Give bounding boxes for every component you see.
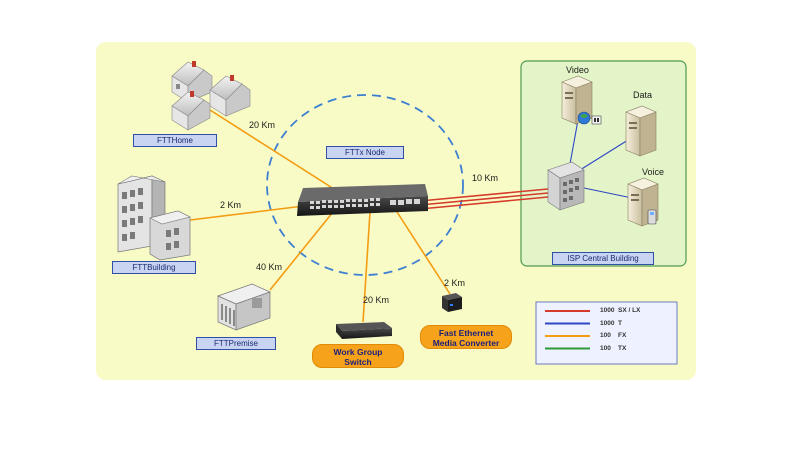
fiber-links xyxy=(189,109,451,323)
link-switch xyxy=(362,211,371,323)
legend-lines xyxy=(545,310,590,350)
fttx-node-circle xyxy=(266,94,464,276)
distance-home: 20 Km xyxy=(249,120,276,130)
legend-type: FX xyxy=(618,332,627,339)
link-building xyxy=(189,204,313,221)
distance-converter: 2 Km xyxy=(444,278,466,288)
ftthome-label: FTTHome xyxy=(133,134,217,147)
trunk-link xyxy=(419,188,549,210)
isp-central-label: ISP Central Building xyxy=(552,252,654,265)
work-group-switch-line1: Work Group xyxy=(333,347,383,357)
distance-isp: 10 Km xyxy=(472,173,499,183)
link-converter xyxy=(396,211,451,295)
office-building-icon xyxy=(117,175,191,261)
legend-speed: 1000 xyxy=(600,307,615,314)
legend-box xyxy=(535,301,678,365)
voice-label: Voice xyxy=(642,167,665,177)
media-converter-line2: Media Converter xyxy=(432,338,500,348)
fttbuilding-label: FTTBuilding xyxy=(112,261,196,274)
legend-speed: 100 xyxy=(600,332,611,339)
voice-server-icon xyxy=(627,177,659,227)
distance-building: 2 Km xyxy=(220,200,242,210)
media-converter-icon xyxy=(442,293,462,312)
fttpremise-label: FTTPremise xyxy=(196,337,276,350)
distance-premise: 40 Km xyxy=(256,262,283,272)
houses-icon xyxy=(171,61,251,131)
premise-building-icon xyxy=(217,283,271,331)
work-group-switch-label: Work Group Switch xyxy=(312,344,404,368)
core-switch-icon xyxy=(297,184,428,216)
legend-type: TX xyxy=(618,344,627,352)
legend-speed: 1000 xyxy=(600,319,615,327)
data-label: Data xyxy=(633,90,653,100)
data-server-icon xyxy=(625,105,657,157)
media-converter-line1: Fast Ethernet xyxy=(438,328,494,338)
link-home xyxy=(209,109,346,197)
legend-type: SX / LX xyxy=(618,307,641,314)
link-premise xyxy=(269,211,334,291)
video-server-icon xyxy=(561,75,602,125)
fttx-node-label: FTTx Node xyxy=(326,146,404,159)
video-label: Video xyxy=(566,65,589,75)
legend-speed: 100 xyxy=(600,344,611,352)
distance-switch: 20 Km xyxy=(363,295,390,305)
isp-switch-icon xyxy=(547,161,585,211)
media-converter-label: Fast Ethernet Media Converter xyxy=(420,325,512,349)
work-group-switch-icon xyxy=(336,322,392,339)
legend-type: T xyxy=(618,319,622,327)
work-group-switch-line2: Switch xyxy=(344,357,372,367)
isp-central-panel xyxy=(520,60,687,267)
